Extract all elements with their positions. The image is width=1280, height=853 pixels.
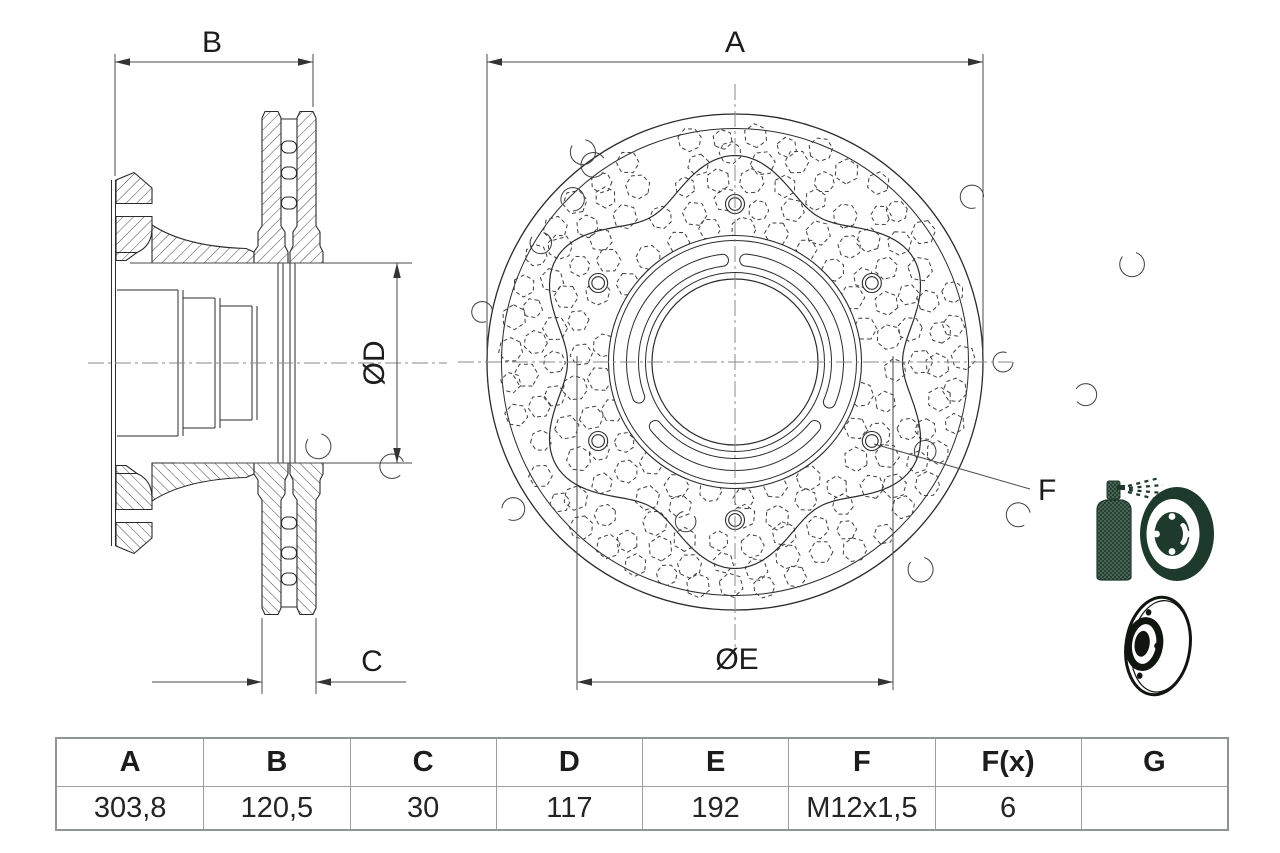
dim-a-extensions xyxy=(486,54,984,352)
coating-spray-icon xyxy=(1096,477,1214,581)
dim-e-extensions xyxy=(576,356,894,690)
col-header-fx: F(x) xyxy=(934,739,1081,787)
flange-top-bevel xyxy=(115,171,153,205)
dimensions xyxy=(114,54,1031,694)
section-view xyxy=(88,110,447,616)
dimension-table: A B C D E F F(x) G 303,8 120,5 30 117 19… xyxy=(55,737,1229,831)
vent-slot xyxy=(281,196,297,210)
vent-slot xyxy=(281,140,297,154)
value-e: 192 xyxy=(642,787,788,829)
dim-label-a: A xyxy=(725,26,745,59)
dim-d-extensions xyxy=(130,262,412,464)
outboard-plate xyxy=(289,110,324,264)
dim-label-c: C xyxy=(361,645,383,678)
spray-can-icon xyxy=(1096,477,1164,581)
dim-label-d: ØD xyxy=(358,341,391,386)
value-f: M12x1,5 xyxy=(788,787,934,829)
col-header-g: G xyxy=(1080,739,1227,787)
friction-surface-edge xyxy=(501,128,969,596)
dim-label-f: F xyxy=(1038,474,1056,507)
value-g xyxy=(1080,787,1227,829)
col-header-a: A xyxy=(57,739,204,787)
bore-step-lines xyxy=(117,289,252,307)
inboard-plate xyxy=(253,110,289,264)
col-header-e: E xyxy=(642,739,789,787)
table-header-row: A B C D E F F(x) G xyxy=(57,739,1227,787)
brake-disc-drawing: B A C ØD ØE F xyxy=(88,26,1145,694)
vent-slot xyxy=(281,166,297,180)
dim-b-extensions xyxy=(114,54,314,176)
vent-hole-pattern xyxy=(305,123,1145,599)
dim-label-e: ØE xyxy=(715,643,758,676)
value-a: 303,8 xyxy=(93,791,167,824)
col-header-f: F xyxy=(788,739,935,787)
hub-web xyxy=(151,224,255,264)
value-b: 120,5 xyxy=(203,787,349,829)
value-c: 30 xyxy=(349,787,496,829)
flange-body xyxy=(115,215,153,254)
dim-label-b: B xyxy=(202,26,222,59)
leader-f xyxy=(873,443,1031,490)
col-header-c: C xyxy=(349,739,496,787)
value-fx: 6 xyxy=(934,787,1081,829)
coated-disc-icon xyxy=(1140,487,1214,581)
col-header-d: D xyxy=(495,739,642,787)
disc-perspective xyxy=(1124,595,1192,697)
flange-outer-face xyxy=(111,180,116,546)
value-d: 117 xyxy=(495,787,642,829)
dim-c-extensions xyxy=(261,618,317,694)
brake-disc-icon xyxy=(1124,595,1192,697)
section-upper-half xyxy=(115,110,324,307)
col-header-b: B xyxy=(203,739,350,787)
front-view xyxy=(305,84,1145,650)
dimension-arrowheads xyxy=(115,58,983,686)
table-value-row: 303,8 120,5 30 117 192 M12x1,5 6 xyxy=(57,787,1227,829)
flange-bottom-bevel xyxy=(115,251,138,262)
